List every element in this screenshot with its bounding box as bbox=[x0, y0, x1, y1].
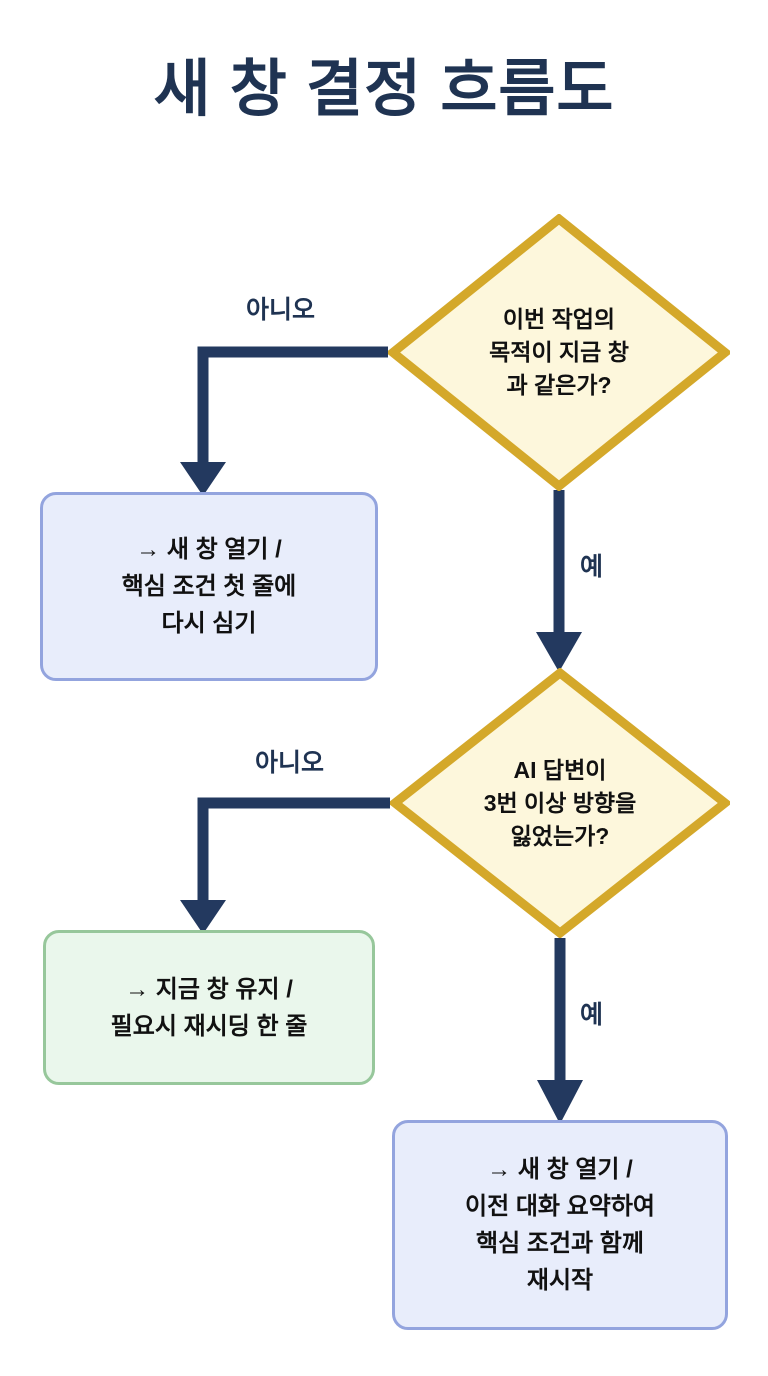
edge-decision1-yes-arrowhead bbox=[536, 632, 582, 672]
edge-label-decision2-yes: 예 bbox=[580, 1001, 604, 1029]
process-node-open-new-window-reseed[interactable]: → 새 창 열기 / 핵심 조건 첫 줄에 다시 심기 bbox=[40, 492, 378, 681]
edge-decision1-no-line bbox=[197, 346, 388, 470]
decision2-text: AI 답변이 3번 이상 방향을 잃었는가? bbox=[390, 668, 730, 938]
action-no2-line-2: 필요시 재시딩 한 줄 bbox=[110, 1012, 308, 1040]
action-no2-line-1: → 지금 창 유지 / bbox=[125, 975, 293, 1003]
diamond-shape bbox=[390, 668, 730, 938]
action-yes2-line-1: → 새 창 열기 / bbox=[487, 1156, 633, 1183]
edge-label-decision2-no: 아니오 bbox=[255, 749, 325, 777]
action-no1-line-2: 핵심 조건 첫 줄에 bbox=[121, 573, 297, 600]
decision1-text: 이번 작업의 목적이 지금 창 과 같은가? bbox=[388, 214, 730, 491]
page-title: 새 창 결정 흐름도 bbox=[153, 55, 615, 124]
action-yes2-line-3: 핵심 조건과 함께 bbox=[476, 1230, 644, 1257]
action-yes2-line-2: 이전 대화 요약하여 bbox=[465, 1193, 655, 1220]
decision2-line-1: AI 답변이 bbox=[513, 756, 607, 783]
decision1-line-3: 과 같은가? bbox=[506, 372, 612, 398]
edge-decision2-no-arrowhead bbox=[180, 900, 226, 934]
process-node-keep-current-window[interactable]: → 지금 창 유지 / 필요시 재시딩 한 줄 bbox=[43, 930, 375, 1085]
decision-node-ai-lost-direction[interactable]: AI 답변이 3번 이상 방향을 잃었는가? bbox=[390, 668, 730, 938]
process-node-open-new-window-summarize[interactable]: → 새 창 열기 / 이전 대화 요약하여 핵심 조건과 함께 재시작 bbox=[392, 1120, 728, 1330]
edge-decision2-yes-arrowhead bbox=[537, 1080, 583, 1124]
edge-decision1-no-arrowhead bbox=[180, 462, 226, 496]
edge-label-decision1-no: 아니오 bbox=[246, 296, 316, 324]
edge-decision2-no-line bbox=[197, 797, 390, 908]
decision1-line-1: 이번 작업의 bbox=[502, 306, 616, 332]
diamond-shape bbox=[388, 214, 730, 491]
decision2-line-2: 3번 이상 방향을 bbox=[483, 789, 637, 816]
decision1-line-2: 목적이 지금 창 bbox=[489, 339, 629, 365]
decision2-line-3: 잃었는가? bbox=[510, 822, 610, 849]
edge-label-decision1-yes: 예 bbox=[580, 553, 604, 581]
action-no1-line-1: → 새 창 열기 / bbox=[136, 536, 282, 563]
action-yes2-line-4: 재시작 bbox=[526, 1267, 594, 1294]
decision-node-purpose-same-window[interactable]: 이번 작업의 목적이 지금 창 과 같은가? bbox=[388, 214, 730, 491]
action-no1-line-3: 다시 심기 bbox=[161, 610, 257, 637]
